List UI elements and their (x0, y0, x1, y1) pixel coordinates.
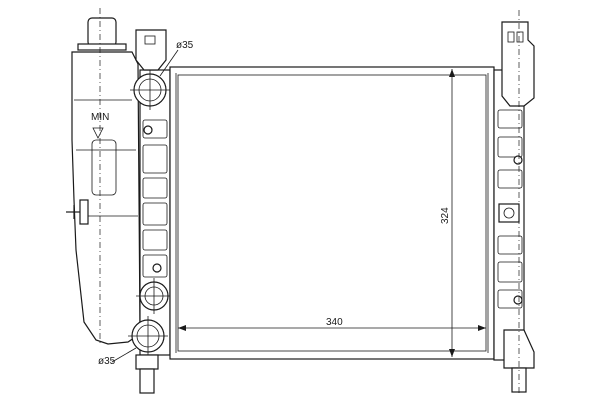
right-top-bracket (501, 21, 535, 107)
height-label: 324 (440, 207, 451, 224)
expansion-tank: MIN (66, 8, 141, 346)
right-header-ribs (497, 109, 523, 309)
left-header-ribs (142, 119, 168, 278)
left-header-body (139, 69, 171, 356)
arrow-left-icon (178, 325, 186, 331)
arrow-right-icon (478, 325, 486, 331)
left-top-bracket (135, 29, 167, 71)
mount-boss (513, 295, 523, 305)
width-dimension: 340 (178, 317, 486, 331)
drain-plug-icon (503, 207, 515, 219)
outlet-leader (111, 347, 137, 363)
mount-boss (513, 155, 523, 165)
arrow-down-icon (449, 349, 455, 357)
width-label: 340 (326, 317, 343, 328)
right-header-tank (493, 10, 535, 396)
outlet-diameter-label: ø35 (98, 356, 116, 367)
bracket-slot (144, 35, 156, 45)
bracket-slot (507, 31, 515, 43)
left-header-tank (128, 29, 172, 394)
left-bottom-peg-base (135, 354, 159, 370)
inlet-leader (159, 49, 179, 77)
tank-cap (87, 17, 117, 47)
left-bottom-peg (139, 368, 155, 394)
tank-sight-window (91, 139, 117, 196)
height-dimension: 324 (440, 69, 455, 357)
core-inner (177, 74, 487, 352)
bracket-slot (516, 31, 524, 43)
tank-cap-collar (77, 43, 127, 51)
min-arrow-icon (92, 127, 104, 139)
mount-boss (143, 125, 153, 135)
tank-body (71, 51, 141, 345)
drain-plug (498, 203, 520, 223)
arrow-up-icon (449, 69, 455, 77)
inlet-diameter-label: ø35 (176, 40, 194, 51)
mount-boss (152, 263, 162, 273)
tank-nozzle (79, 199, 89, 225)
